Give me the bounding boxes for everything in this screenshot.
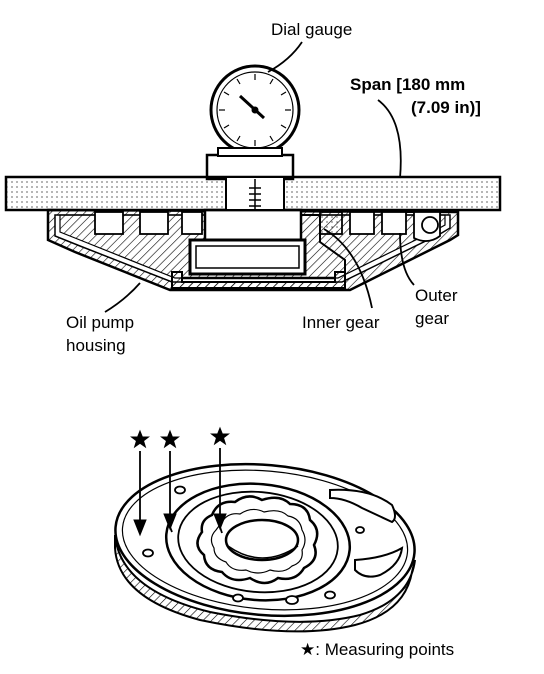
outer-gear-label-line1: Outer — [415, 286, 458, 305]
measuring-points-legend: ★: Measuring points — [300, 640, 454, 660]
star-icon: ★ — [300, 640, 316, 659]
measuring-points — [130, 426, 230, 537]
measuring-points-legend-text: : Measuring points — [315, 640, 455, 659]
span-label-line2: (7.09 in)] — [411, 98, 481, 117]
oil-pump-plate — [114, 462, 416, 633]
gear-cavity — [171, 208, 346, 289]
dial-gauge-needle — [238, 94, 266, 120]
straightedge-bar — [4, 175, 502, 212]
star-icon — [210, 426, 230, 446]
outer-gear-label-line2: gear — [415, 309, 450, 328]
star-icon — [160, 429, 180, 449]
dial-gauge — [205, 64, 301, 181]
oil-pump-housing-label-line2: housing — [66, 336, 126, 355]
star-icon — [130, 429, 150, 449]
inner-gear-label: Inner gear — [302, 313, 380, 332]
span-label-line1: Span [180 mm — [350, 75, 466, 94]
dial-gauge-label: Dial gauge — [271, 20, 353, 39]
gauge-spindle — [249, 179, 261, 210]
leader-lines-top — [104, 41, 415, 313]
oil-pump-housing-label-line1: Oil pump — [66, 313, 135, 332]
dial-gauge-ticks — [219, 74, 291, 146]
